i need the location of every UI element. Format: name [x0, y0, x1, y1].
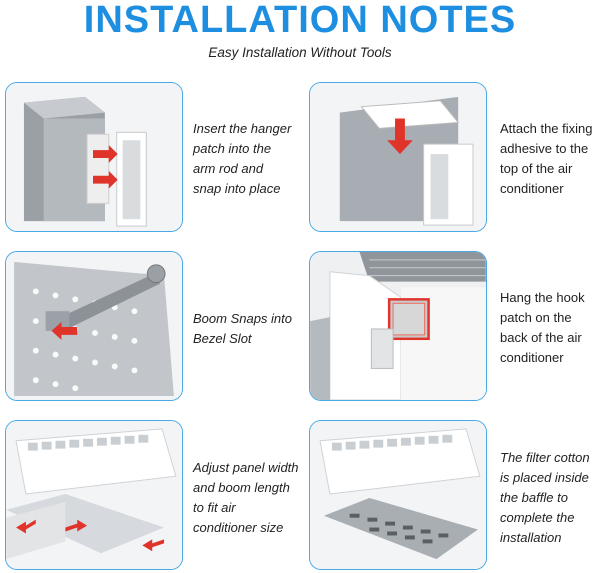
- arrow-icon: [93, 145, 118, 189]
- step-1-caption: Insert the hanger patch into the arm rod…: [193, 119, 291, 199]
- caption-line: snap into place: [193, 181, 281, 196]
- step-3-caption: Boom Snaps into Bezel Slot: [193, 309, 292, 349]
- step-5-caption: Adjust panel width and boom length to fi…: [193, 458, 299, 538]
- step-6-caption: The filter cotton is placed inside the b…: [500, 448, 590, 548]
- caption-line: the baffle to: [500, 490, 568, 505]
- caption-line: Insert the hanger: [193, 121, 292, 136]
- step-4-caption: Hang the hook patch on the back of the a…: [500, 288, 585, 368]
- filter-cotton-illustration: [310, 421, 486, 569]
- step-1-illustration: [5, 82, 183, 232]
- step-4-illustration: [309, 251, 487, 401]
- caption-line: top of the air: [500, 161, 573, 176]
- caption-line: and boom length: [193, 480, 290, 495]
- caption-line: conditioner: [500, 350, 564, 365]
- fixing-adhesive-illustration: [310, 83, 486, 231]
- hook-patch-illustration: [310, 252, 486, 400]
- caption-line: Hang the hook: [500, 290, 585, 305]
- step-5-illustration: [5, 420, 183, 570]
- caption-line: arm rod and: [193, 161, 264, 176]
- step-2-illustration: [309, 82, 487, 232]
- caption-line: Boom Snaps into: [193, 311, 293, 326]
- adjust-panel-illustration: [6, 421, 182, 569]
- caption-line: installation: [500, 530, 562, 545]
- step-3-illustration: [5, 251, 183, 401]
- step-6-illustration: [309, 420, 487, 570]
- caption-line: adhesive to the: [500, 141, 589, 156]
- caption-line: back of the air: [500, 330, 582, 345]
- caption-line: is placed inside: [500, 470, 589, 485]
- caption-line: to fit air: [193, 500, 236, 515]
- boom-bezel-illustration: [6, 252, 182, 400]
- caption-line: complete the: [500, 510, 575, 525]
- hanger-patch-illustration: [6, 83, 182, 231]
- caption-line: Attach the fixing: [500, 121, 593, 136]
- caption-line: The filter cotton: [500, 450, 590, 465]
- arrow-icon: [51, 322, 78, 340]
- down-arrow-icon: [387, 118, 413, 155]
- caption-line: patch into the: [193, 141, 272, 156]
- arrow-icon: [16, 519, 165, 552]
- step-2-caption: Attach the fixing adhesive to the top of…: [500, 119, 593, 199]
- caption-line: patch on the: [500, 310, 572, 325]
- caption-line: conditioner size: [193, 520, 284, 535]
- caption-line: conditioner: [500, 181, 564, 196]
- page-title: INSTALLATION NOTES: [83, 0, 517, 41]
- page-subtitle: Easy Installation Without Tools: [208, 45, 392, 60]
- caption-line: Bezel Slot: [193, 331, 252, 346]
- caption-line: Adjust panel width: [193, 460, 299, 475]
